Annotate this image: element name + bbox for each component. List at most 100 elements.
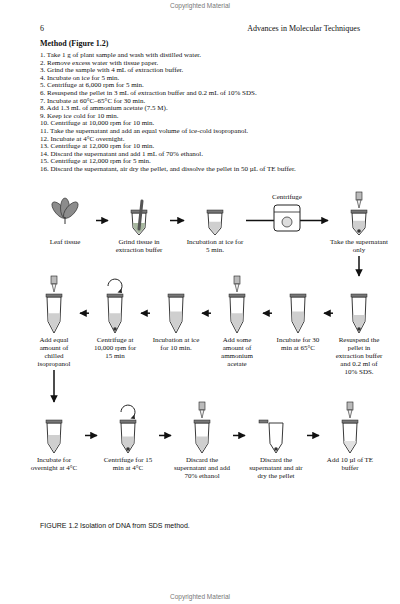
step-caption: Incubate for overnight at 4°C	[25, 456, 83, 472]
process-step: Leaf tissue	[36, 192, 94, 246]
copyright-notice: Copyrighted Material	[0, 593, 400, 601]
process-step: Discard the supernatant and add 70% etha…	[173, 402, 231, 480]
pipette-body	[347, 402, 353, 410]
pellet	[357, 229, 361, 233]
tube-body	[269, 423, 283, 453]
method-step: 7. Incubate at 60°C–65°C for 30 min.	[40, 98, 353, 106]
flow-arrow	[80, 312, 89, 314]
tube-illustration	[342, 402, 358, 453]
process-step: Centrifuge for 15 min at 4°C	[99, 402, 157, 472]
figure-caption: FIGURE 1.2 Isolation of DNA from SDS met…	[40, 521, 370, 530]
tube-illustration	[207, 210, 223, 235]
flow-arrow	[358, 256, 360, 276]
tube-body	[352, 297, 366, 333]
tube-liquid	[344, 441, 356, 451]
tube-illustration	[290, 294, 306, 333]
flow-arrow	[263, 312, 272, 314]
step-caption: Resuspend the pellet in extraction buffe…	[335, 336, 383, 376]
tube-body	[352, 213, 366, 235]
process-step: Resuspend the pellet in extraction buffe…	[335, 276, 383, 376]
process-step: Take the supernatant only	[330, 192, 388, 254]
tube-illustration	[194, 402, 210, 453]
tube-cap	[351, 210, 367, 213]
pellet	[113, 327, 117, 331]
page-number: 6	[40, 24, 60, 34]
tube-body	[291, 297, 305, 333]
tube-liquid	[353, 315, 365, 331]
tube-cap	[46, 294, 62, 297]
step-label: Centrifuge	[257, 193, 317, 202]
step-caption: Take the supernatant only	[330, 238, 388, 254]
tube-body	[108, 297, 122, 333]
method-step: 12. Incubate at 4°C overnight.	[40, 136, 353, 144]
flow-arrow	[324, 312, 333, 314]
pipette-tip	[52, 284, 56, 292]
process-step: Add 10 µl of TE buffer	[321, 402, 379, 472]
tube-illustration	[107, 279, 123, 333]
tube-illustration	[120, 405, 136, 453]
method-step: 14. Discard the supernatant and add 1 mL…	[40, 151, 353, 159]
method-step: 5. Centrifuge at 6,000 rpm for 5 min.	[40, 82, 353, 90]
tube-body	[195, 423, 209, 453]
tube-illustration	[229, 276, 245, 333]
tube-body	[208, 213, 222, 235]
tube-liquid	[209, 222, 221, 234]
tube-cap	[168, 294, 184, 297]
section-heading: Method (Figure 1.2)	[40, 39, 240, 49]
flow-arrow	[141, 312, 150, 314]
method-step: 9. Keep ice cold for 10 min.	[40, 113, 353, 121]
pellet	[357, 327, 361, 331]
tube-illustration	[259, 420, 283, 453]
tube-liquid	[170, 311, 182, 331]
centrifuge-lid	[274, 212, 300, 213]
tube-cap	[120, 420, 136, 423]
method-step: 4. Incubate on ice for 5 min.	[40, 75, 353, 83]
tube-cap	[207, 210, 223, 213]
flow-arrow	[307, 435, 319, 437]
pipette-tip	[357, 200, 361, 208]
leaf-blade	[61, 200, 81, 221]
flow-arrow	[53, 370, 55, 402]
pipette-body	[234, 276, 240, 284]
method-step: 3. Grind the sample with 4 mL of extract…	[40, 67, 353, 75]
process-step: Add some amount of ammonium acetate	[213, 276, 261, 368]
spin-arrowhead	[131, 415, 136, 420]
pipette-tip	[235, 284, 239, 292]
tube-illustration	[351, 294, 367, 333]
tube-body	[169, 297, 183, 333]
tube-liquid	[231, 313, 243, 331]
step-caption: Centrifuge for 15 min at 4°C	[99, 456, 157, 472]
pipette-body	[356, 192, 362, 200]
tube-cap	[351, 294, 367, 297]
method-step: 2. Remove excess water with tissue paper…	[40, 60, 353, 68]
tube-liquid	[122, 437, 134, 452]
tube-cap	[46, 420, 62, 423]
pipette-tip	[348, 410, 352, 418]
flow-arrow	[233, 435, 245, 437]
spin-arrow	[108, 279, 122, 291]
process-step: Grind tissue in extraction buffer	[110, 192, 168, 254]
pipette-tip	[200, 410, 204, 418]
tube-illustration	[46, 276, 62, 333]
tube-illustration	[168, 294, 184, 333]
pestle	[139, 201, 142, 229]
centrifuge-body	[274, 205, 300, 231]
process-step: Incubation at ice for 10 min.	[152, 276, 200, 352]
spin-arrowhead	[118, 289, 123, 294]
flow-arrow	[159, 435, 171, 437]
step-caption: Centrifuge at 10,000 rpm for 15 min	[91, 336, 139, 360]
tube-cap	[229, 294, 245, 297]
tube-body	[230, 297, 244, 333]
tube-liquid	[353, 221, 365, 234]
step-caption: Grind tissue in extraction buffer	[110, 238, 168, 254]
running-head: Advances in Molecular Techniques	[130, 24, 360, 34]
step-caption: Leaf tissue	[36, 238, 94, 246]
process-step: Incubate for overnight at 4°C	[25, 402, 83, 472]
tube-cap	[107, 294, 123, 297]
tube-liquid	[196, 437, 208, 452]
method-step: 16. Discard the supernatant, air dry the…	[40, 166, 353, 174]
leaf-illustration	[49, 198, 80, 224]
pellet	[274, 447, 278, 451]
tube-cap	[290, 294, 306, 297]
